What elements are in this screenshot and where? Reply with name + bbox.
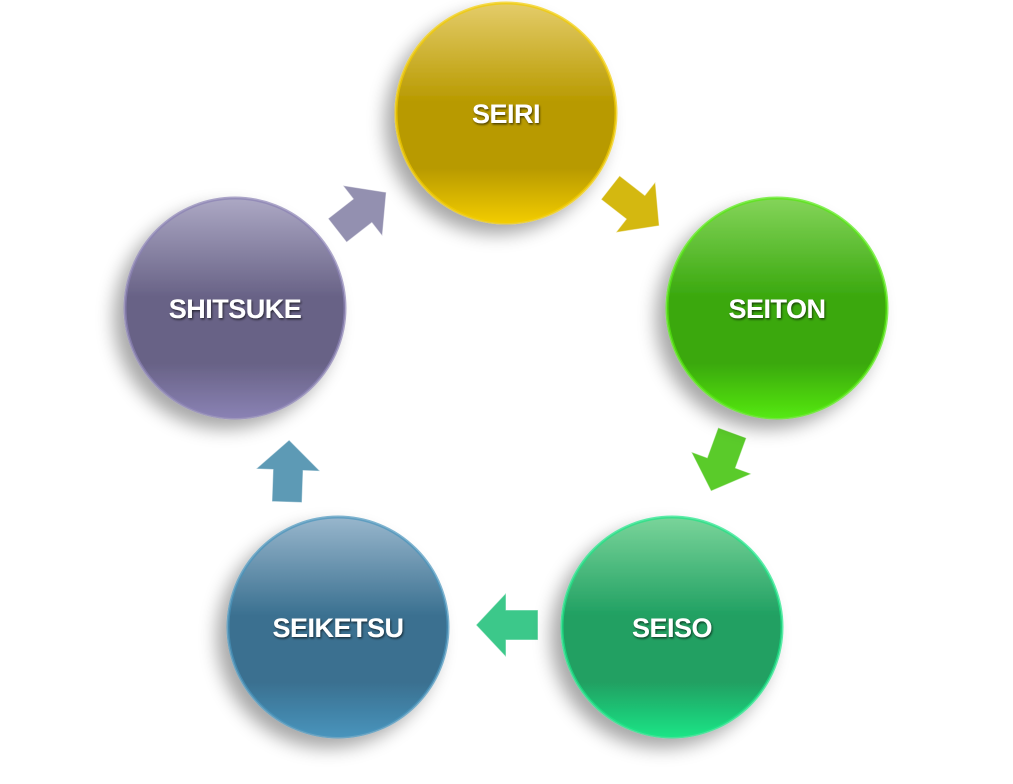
node-label: SEIKETSU	[272, 613, 403, 643]
node-seiketsu: SEIKETSU	[226, 515, 450, 739]
arrow-seiton-to-seiso-icon	[690, 427, 753, 492]
node-seiton: SEITON	[665, 196, 889, 420]
arrow-seiketsu-to-shitsuke-icon	[254, 439, 322, 504]
node-label: SEIRI	[472, 99, 540, 129]
node-circle	[123, 196, 347, 420]
node-circle	[560, 515, 784, 739]
node-circle	[665, 196, 889, 420]
arrow-seiso-to-seiketsu-icon	[475, 591, 539, 659]
node-label: SEISO	[632, 613, 712, 643]
node-circle	[226, 515, 450, 739]
node-seiri: SEIRI	[394, 1, 618, 225]
node-shitsuke: SHITSUKE	[123, 196, 347, 420]
node-seiso: SEISO	[560, 515, 784, 739]
arrow-seiri-to-seiton-icon	[600, 175, 660, 234]
arrow-shitsuke-to-seiri-icon	[327, 184, 387, 243]
node-label: SEITON	[728, 294, 825, 324]
node-circle	[394, 1, 618, 225]
node-label: SHITSUKE	[169, 294, 302, 324]
